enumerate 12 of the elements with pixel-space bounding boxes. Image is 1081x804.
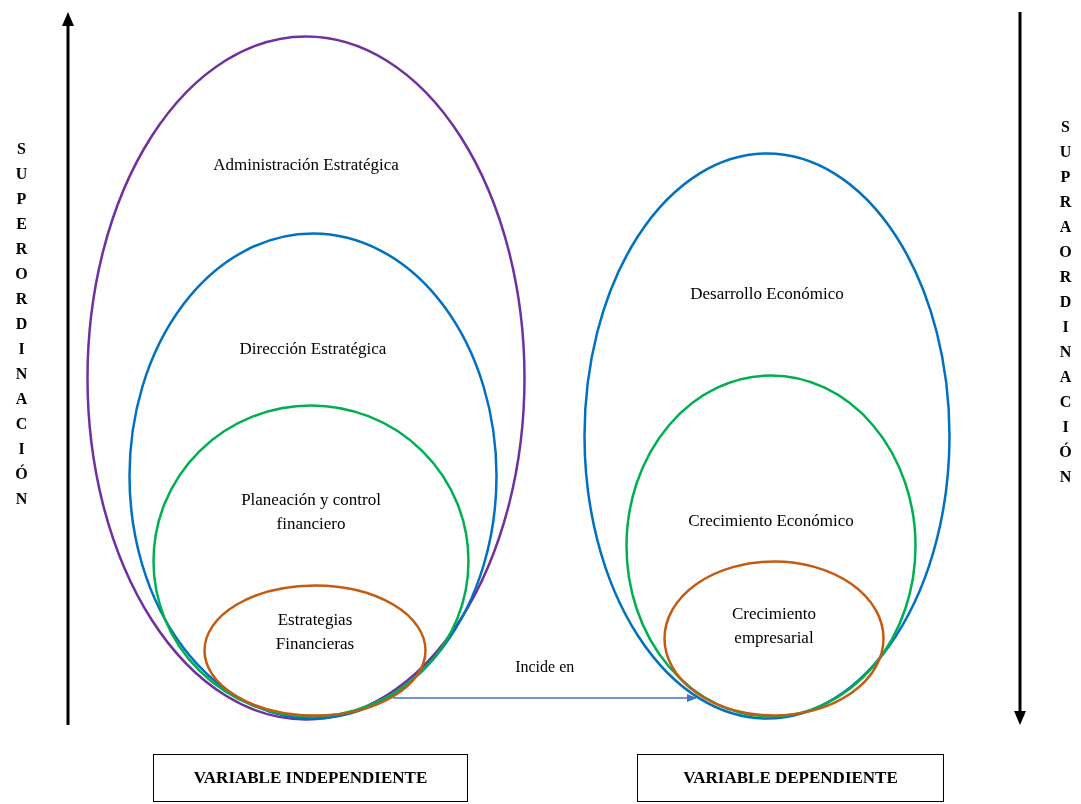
vertical-label: SUPRAORDINACIÓN bbox=[1056, 118, 1074, 493]
arrow bbox=[392, 694, 697, 702]
concept-label: Dirección Estratégica bbox=[238, 338, 388, 360]
variable-label-box: VARIABLE INDEPENDIENTE bbox=[153, 754, 468, 802]
vertical-label: SUPERORDINACIÓN bbox=[12, 140, 30, 515]
concept-label: Crecimiento empresarial bbox=[731, 603, 817, 649]
concept-label: Planeación y control financiero bbox=[240, 489, 382, 535]
concept-label: Crecimiento Económico bbox=[687, 510, 855, 532]
concept-label: Desarrollo Económico bbox=[689, 283, 845, 305]
concept-label: Estrategias Financieras bbox=[274, 609, 356, 655]
variable-label-box: VARIABLE DEPENDIENTE bbox=[637, 754, 944, 802]
concept-label: Administración Estratégica bbox=[212, 154, 400, 176]
